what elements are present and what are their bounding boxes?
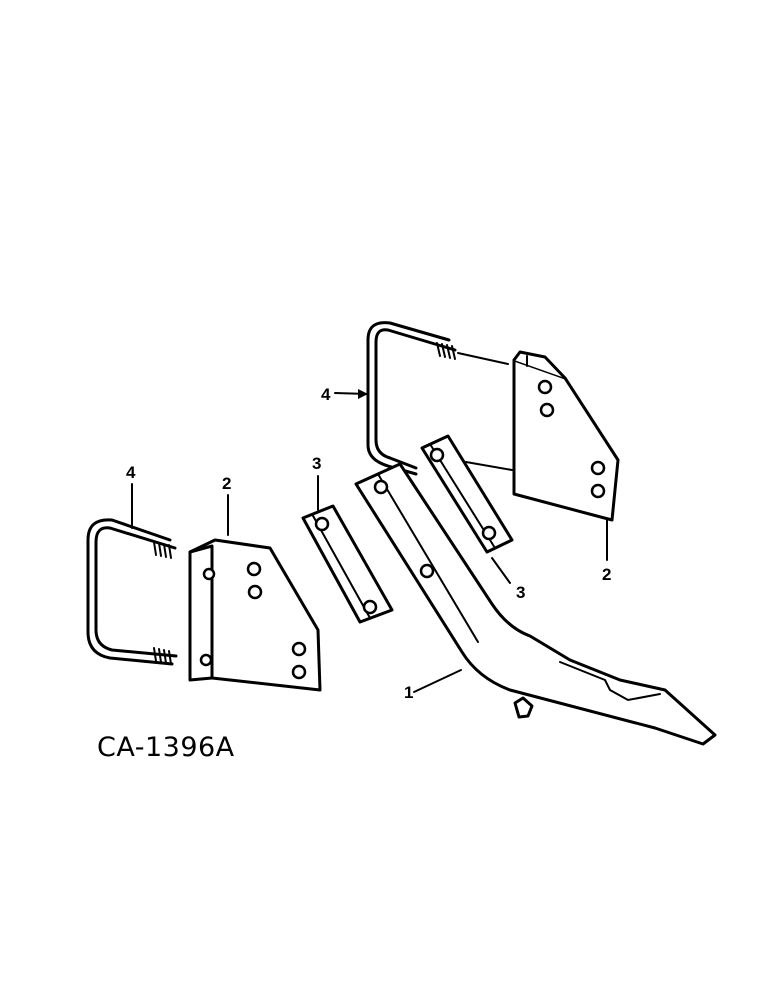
- callout-3-right: 3: [516, 583, 525, 602]
- callout-1: 1: [404, 683, 413, 702]
- u-bolt-left: [86, 483, 178, 666]
- callout-4-left: 4: [126, 463, 136, 482]
- callout-2-left: 2: [222, 474, 231, 493]
- callout-2-right: 2: [602, 565, 611, 584]
- arrowhead: [358, 389, 368, 399]
- clamp-plate-right: [420, 434, 514, 584]
- bracket-left: [188, 494, 322, 692]
- clamp-plate-left: [301, 475, 394, 624]
- figure-id: CA-1396A: [97, 732, 235, 763]
- callout-4-right: 4: [321, 385, 331, 404]
- u-bolt-right: [366, 321, 513, 476]
- shank-standard: [354, 462, 717, 746]
- callout-3-left: 3: [312, 454, 321, 473]
- bracket-right: [512, 350, 620, 561]
